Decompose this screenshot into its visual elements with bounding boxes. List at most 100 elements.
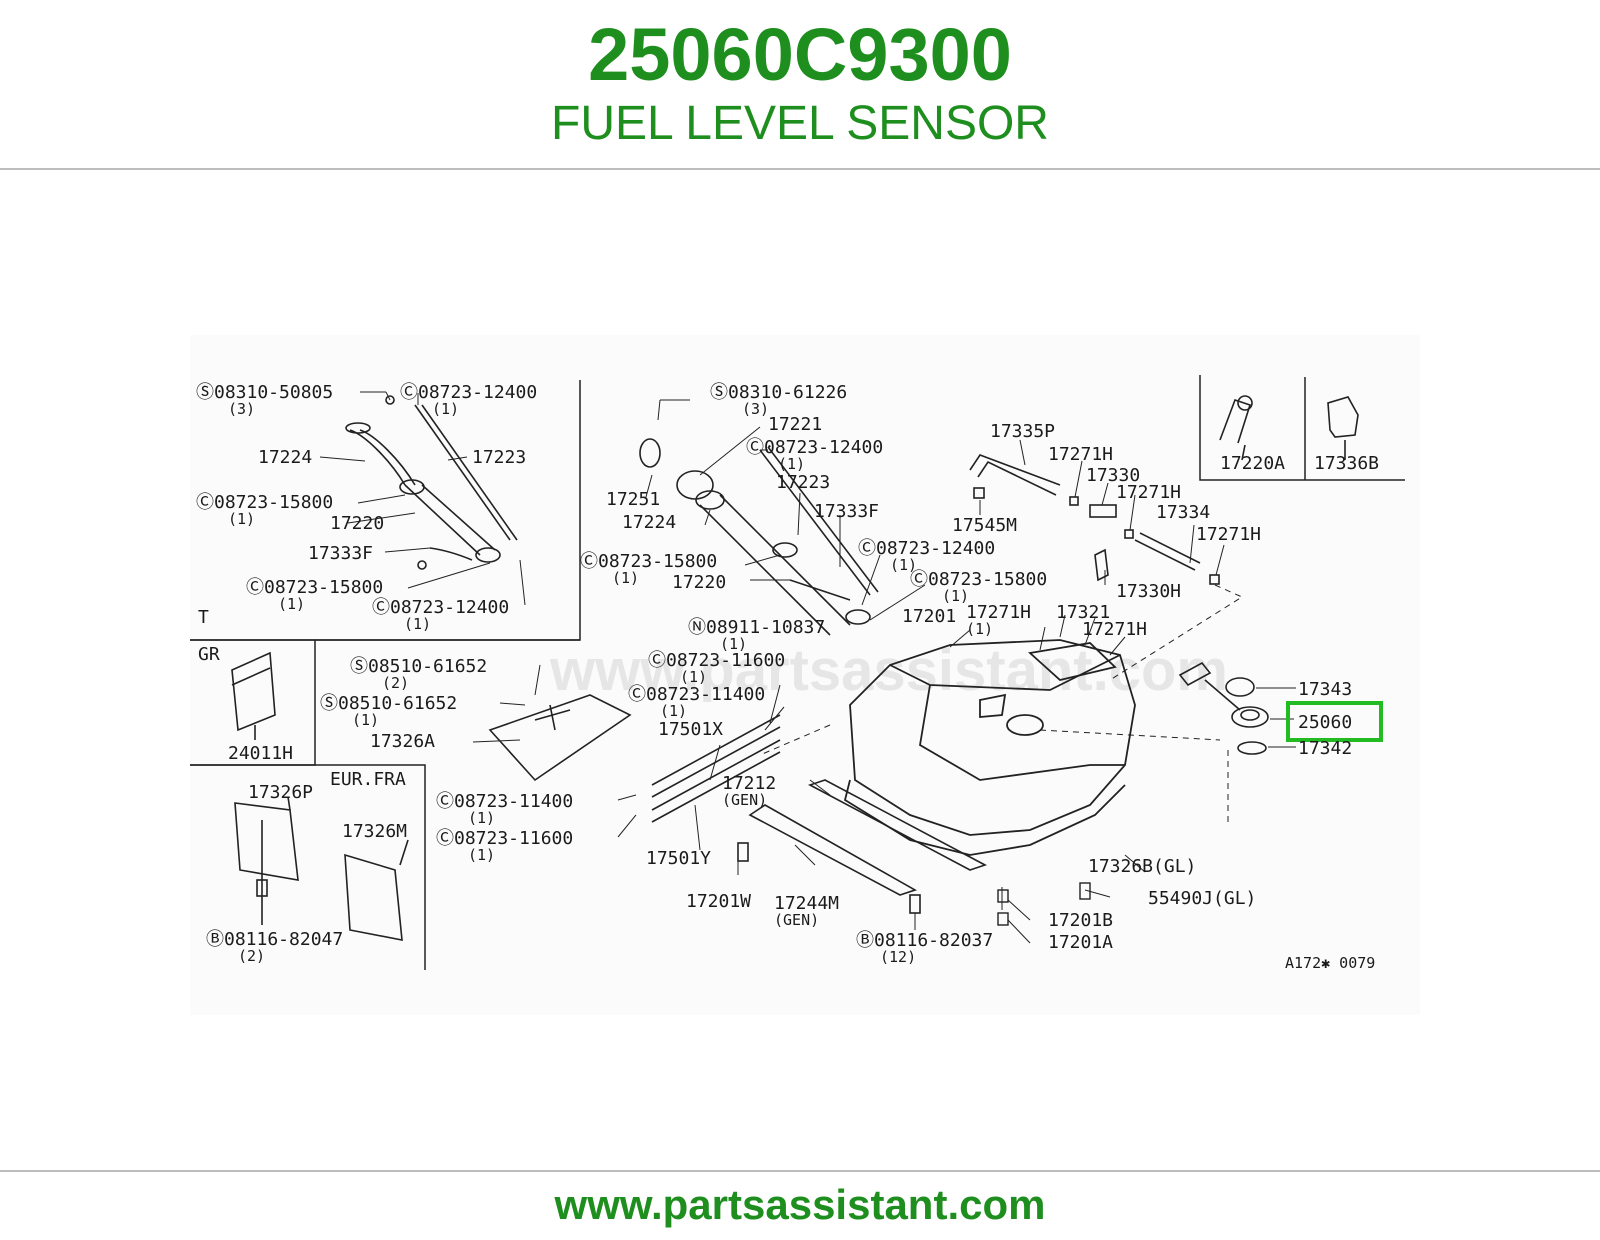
mudflap-gr-drawing	[231, 651, 276, 740]
tank-handle-recess	[979, 693, 1007, 718]
label-17336b: 17336B	[1314, 453, 1379, 474]
part-17220a-clamp	[1237, 395, 1253, 411]
label-s-08510-61652-b: Ⓢ08510-61652	[320, 693, 457, 714]
label-17201: 17201	[902, 606, 956, 627]
label-25060-highlighted[interactable]: 25060	[1298, 712, 1352, 733]
variant-eur-fra: EUR.FRA	[330, 769, 406, 790]
clip-17271h-b	[1124, 529, 1134, 539]
qty-12: (12)	[880, 948, 916, 966]
label-17342: 17342	[1298, 738, 1352, 759]
clip-17271h-c	[1209, 574, 1220, 585]
hose-end	[345, 422, 371, 434]
vent-hoses-drawing	[969, 454, 1220, 585]
hose-17335p	[969, 454, 1061, 496]
dashed-tube-route	[759, 724, 831, 756]
qty-1n: (1)	[468, 846, 495, 864]
inset-eur-frame	[190, 764, 426, 970]
mudflap-fold	[231, 667, 271, 686]
qty-1k: (1)	[660, 702, 687, 720]
mudflap-17326m	[344, 853, 403, 941]
qty-1h: (1)	[942, 587, 969, 605]
qty-1b: (1)	[228, 510, 255, 528]
bolt-17201w	[737, 842, 749, 862]
label-17223-b: 17223	[776, 472, 830, 493]
tube-17501y	[651, 739, 781, 823]
label-gen-a: (GEN)	[722, 791, 767, 809]
lock-ring-17343	[1225, 677, 1255, 697]
parts-diagram-svg: www.partsassistant.com T GR EUR.FRA	[190, 335, 1420, 1015]
gasket-17342	[1237, 741, 1267, 755]
qty-1i: (1)	[720, 635, 747, 653]
label-c-08723-12400-b: Ⓒ08723-12400	[372, 597, 509, 618]
label-c-08723-15800-c: Ⓒ08723-15800	[580, 551, 717, 572]
label-s-08310-61226: Ⓢ08310-61226	[710, 382, 847, 403]
qty-2a: (2)	[238, 947, 265, 965]
inset-topright-frame	[1199, 375, 1405, 481]
clip-17271h-a	[1069, 496, 1079, 506]
part-17251	[639, 438, 661, 468]
label-b-08116-82047: Ⓑ08116-82047	[206, 929, 343, 950]
bolt-17201b	[997, 889, 1009, 903]
fuel-sender-drawing	[1178, 661, 1269, 755]
mudflap-eur-drawing	[234, 796, 409, 941]
label-17201w: 17201W	[686, 891, 751, 912]
label-17212: 17212	[722, 773, 776, 794]
label-c-08723-11600-b: Ⓒ08723-11600	[436, 828, 573, 849]
label-c-08723-12400-d: Ⓒ08723-12400	[858, 538, 995, 559]
filler-neck-inset-drawing	[345, 395, 518, 570]
tube-17333f	[429, 547, 473, 561]
qty-2b: (2)	[382, 674, 409, 692]
header-divider	[0, 168, 1600, 170]
part-name-subtitle: FUEL LEVEL SENSOR	[551, 97, 1049, 150]
label-55490j-gl: 55490J(GL)	[1148, 888, 1256, 909]
bolt-55490j	[1079, 882, 1091, 900]
clamp-lower	[475, 547, 501, 563]
tank-top-edge	[889, 654, 1121, 691]
variant-gr: GR	[198, 644, 220, 665]
label-c-08723-12400-a: Ⓒ08723-12400	[400, 382, 537, 403]
qty-1l: (1)	[352, 711, 379, 729]
label-17335p: 17335P	[990, 421, 1055, 442]
label-c-08723-15800-d: Ⓒ08723-15800	[910, 569, 1047, 590]
label-24011h: 24011H	[228, 743, 293, 764]
part-17220a	[1219, 398, 1251, 444]
fuel-tank-17201	[843, 639, 1136, 856]
label-17330h: 17330H	[1116, 581, 1181, 602]
tube-17333f-main	[789, 579, 851, 601]
label-17251: 17251	[606, 489, 660, 510]
qty-1j: (1)	[680, 668, 707, 686]
parts-diagram: www.partsassistant.com T GR EUR.FRA	[190, 335, 1420, 1020]
footer-website-link[interactable]: www.partsassistant.com	[554, 1181, 1046, 1228]
label-17326a: 17326A	[370, 731, 435, 752]
label-17501y: 17501Y	[646, 848, 711, 869]
tube-17501x	[651, 714, 781, 798]
tube-17223-main	[759, 446, 879, 596]
hose-17224-main	[699, 494, 851, 636]
label-17343: 17343	[1298, 679, 1352, 700]
dashed-sender-route	[1039, 729, 1221, 741]
diagram-background	[190, 335, 1420, 1015]
label-17220-b: 17220	[672, 572, 726, 593]
mudflap-17326p	[234, 802, 299, 881]
label-17224-b: 17224	[622, 512, 676, 533]
label-17545m: 17545M	[952, 515, 1017, 536]
label-c-08723-15800-a: Ⓒ08723-15800	[196, 492, 333, 513]
vent-leaders	[979, 439, 1225, 638]
qty-1f: (1)	[612, 569, 639, 587]
qty-3a: (3)	[228, 400, 255, 418]
qty-1e: (1)	[778, 455, 805, 473]
part-17221	[676, 470, 714, 500]
label-c-08723-11400-a: Ⓒ08723-11400	[628, 684, 765, 705]
part-17336b	[1327, 396, 1359, 438]
label-17220-a: 17220	[330, 513, 384, 534]
label-17326b-gl: 17326B(GL)	[1088, 856, 1196, 877]
label-c-08723-11600-a: Ⓒ08723-11600	[648, 650, 785, 671]
screw-08310	[385, 395, 395, 405]
footer-divider	[0, 1170, 1600, 1172]
qty-3b: (3)	[742, 400, 769, 418]
label-17501x: 17501X	[658, 719, 723, 740]
fuel-level-sensor-25060	[1231, 706, 1269, 728]
label-17326m: 17326M	[342, 821, 407, 842]
label-17271h-e: 17271H	[1082, 619, 1147, 640]
label-17221: 17221	[768, 414, 822, 435]
